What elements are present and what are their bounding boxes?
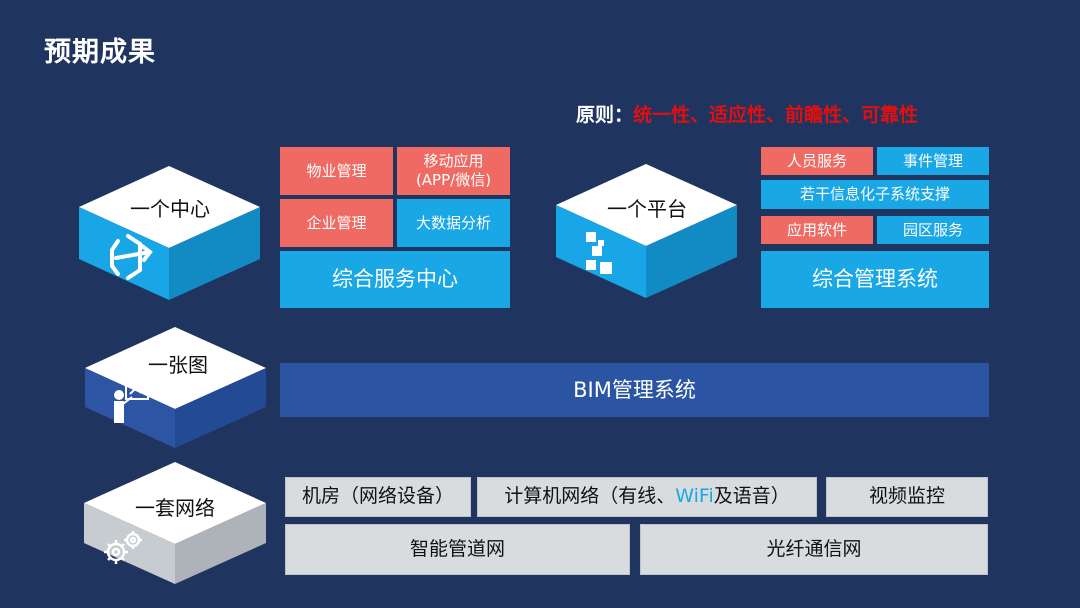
computer-network-text-end: 及语音） (713, 485, 790, 508)
cell-enterprise-mgmt: 企业管理 (280, 199, 393, 247)
cube-label-map: 一张图 (148, 353, 208, 377)
cube-label-center: 一个中心 (130, 197, 210, 221)
cell-machine-room: 机房（网络设备） (285, 477, 471, 517)
cube-label-network: 一套网络 (135, 496, 215, 520)
bar-bim-system: BIM管理系统 (280, 363, 989, 417)
cell-app-software: 应用软件 (761, 216, 873, 244)
cell-park-service: 园区服务 (877, 216, 989, 244)
cell-big-data: 大数据分析 (397, 199, 510, 247)
presentation-icon (114, 381, 149, 423)
principle-line: 原则：统一性、适应性、前瞻性、可靠性 (576, 100, 918, 127)
bar-mgmt-system: 综合管理系统 (761, 251, 989, 308)
cell-event-mgmt: 事件管理 (877, 147, 989, 175)
cell-subsystems: 若干信息化子系统支撑 (761, 180, 989, 209)
cube-label-platform: 一个平台 (607, 197, 687, 221)
bar-service-center: 综合服务中心 (280, 251, 510, 308)
cube-center (79, 166, 260, 300)
cell-smart-pipe: 智能管道网 (285, 524, 630, 575)
computer-network-text: 计算机网络（有线、 (504, 485, 676, 508)
cell-property-mgmt: 物业管理 (280, 147, 393, 195)
cube-platform (556, 164, 737, 298)
cell-personnel-service: 人员服务 (761, 147, 873, 175)
principle-label: 原则： (576, 104, 634, 126)
slide-title: 预期成果 (44, 37, 156, 68)
principle-value: 统一性、适应性、前瞻性、可靠性 (633, 104, 919, 126)
gears-icon (104, 531, 142, 564)
cube-network (84, 462, 266, 584)
cell-mobile-app: 移动应用 (APP/微信) (397, 147, 510, 195)
cell-video-monitor: 视频监控 (826, 477, 988, 517)
login-icon (110, 234, 153, 280)
cell-fiber-network: 光纤通信网 (640, 524, 988, 575)
cube-map (85, 327, 266, 448)
wifi-text: WiFi (675, 485, 714, 508)
puzzle-icon (586, 232, 612, 274)
